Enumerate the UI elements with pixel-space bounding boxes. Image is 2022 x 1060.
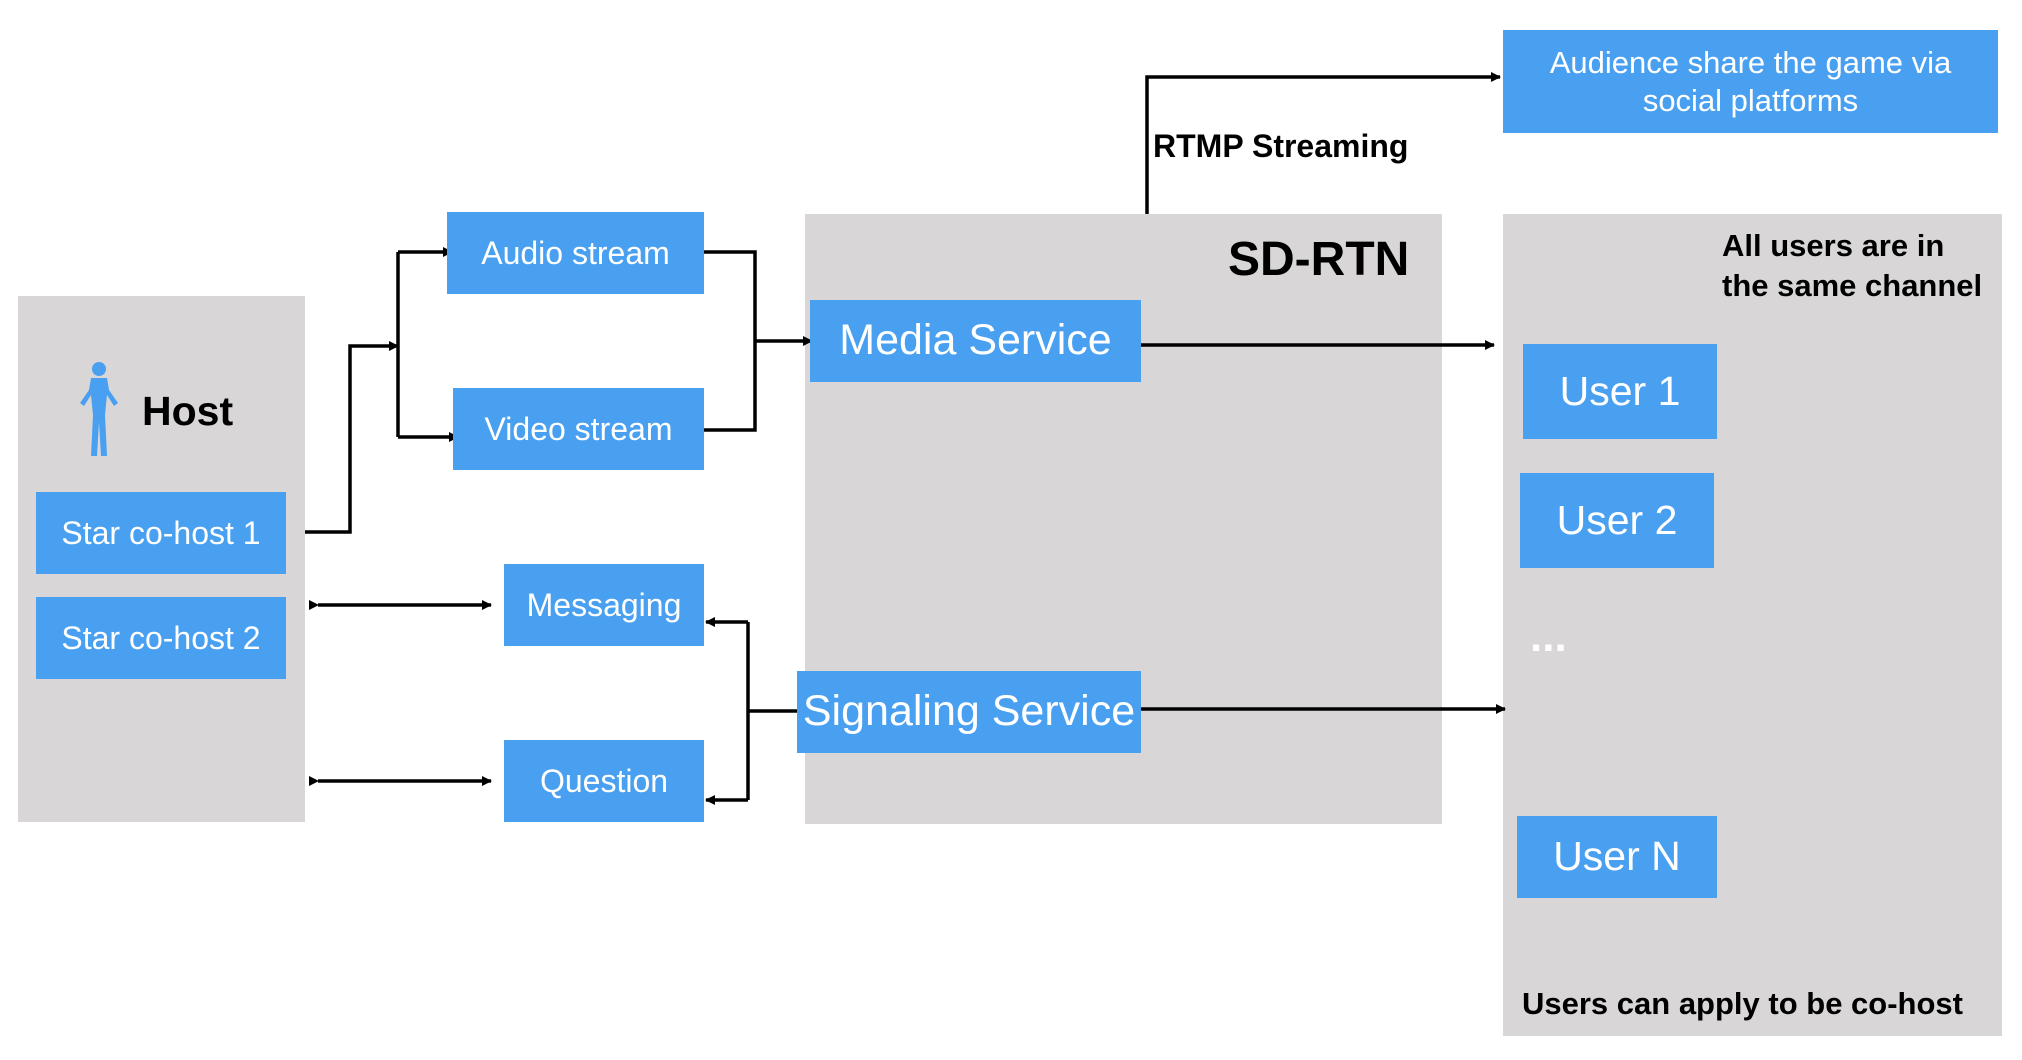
users-header: All users are in the same channel [1722,228,1983,304]
messaging-box: Messaging [504,564,704,646]
audio-stream-box: Audio stream [447,212,704,294]
host-title: Host [142,388,234,434]
cohost-2-box: Star co-host 2 [36,597,286,679]
media-service-box: Media Service [810,300,1141,382]
rtmp-label: RTMP Streaming [1153,128,1409,164]
cohost-1-box: Star co-host 1 [36,492,286,574]
signaling-service-box: Signaling Service [797,671,1141,753]
users-panel [1503,214,2002,1036]
person-icon [80,362,118,456]
question-box: Question [504,740,704,822]
users-ellipsis: ... [1530,612,1567,661]
audience-box: Audience share the game via social platf… [1503,30,1998,133]
user-2-box: User 2 [1520,473,1714,568]
users-footer: Users can apply to be co-host [1522,986,1963,1021]
user-n-box: User N [1517,816,1717,898]
video-stream-box: Video stream [453,388,704,470]
user-1-box: User 1 [1523,344,1717,439]
sdrtn-title: SD-RTN [1228,233,1410,286]
